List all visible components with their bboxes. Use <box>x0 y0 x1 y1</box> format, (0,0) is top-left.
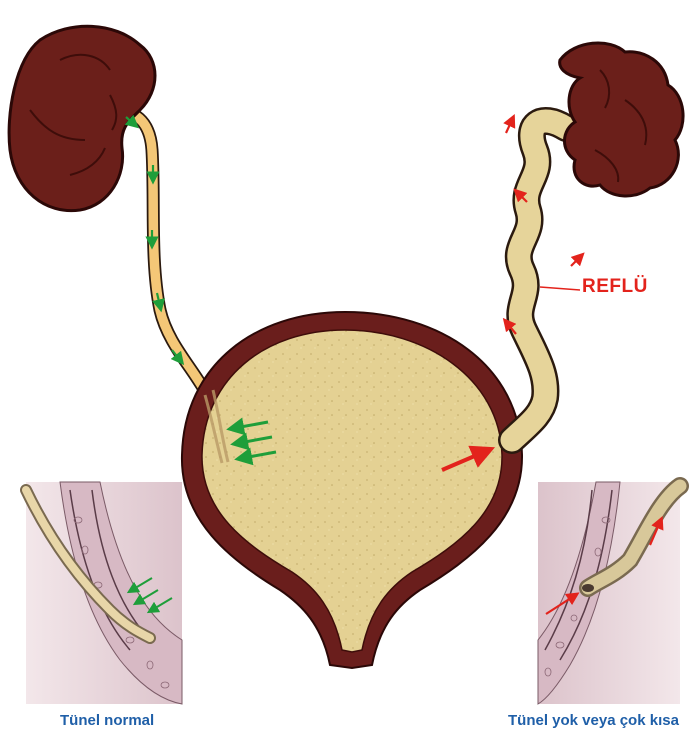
inset-short-tunnel <box>538 482 680 704</box>
caption-short-tunnel: Tünel yok veya çok kısa <box>508 712 679 729</box>
caption-normal-tunnel: Tünel normal <box>60 712 154 729</box>
right-kidney <box>560 43 683 196</box>
reflux-label: REFLÜ <box>582 276 648 298</box>
bladder <box>182 312 522 668</box>
inset-normal-tunnel <box>26 482 182 704</box>
reflux-leader-line <box>540 287 580 290</box>
left-kidney <box>9 26 155 210</box>
